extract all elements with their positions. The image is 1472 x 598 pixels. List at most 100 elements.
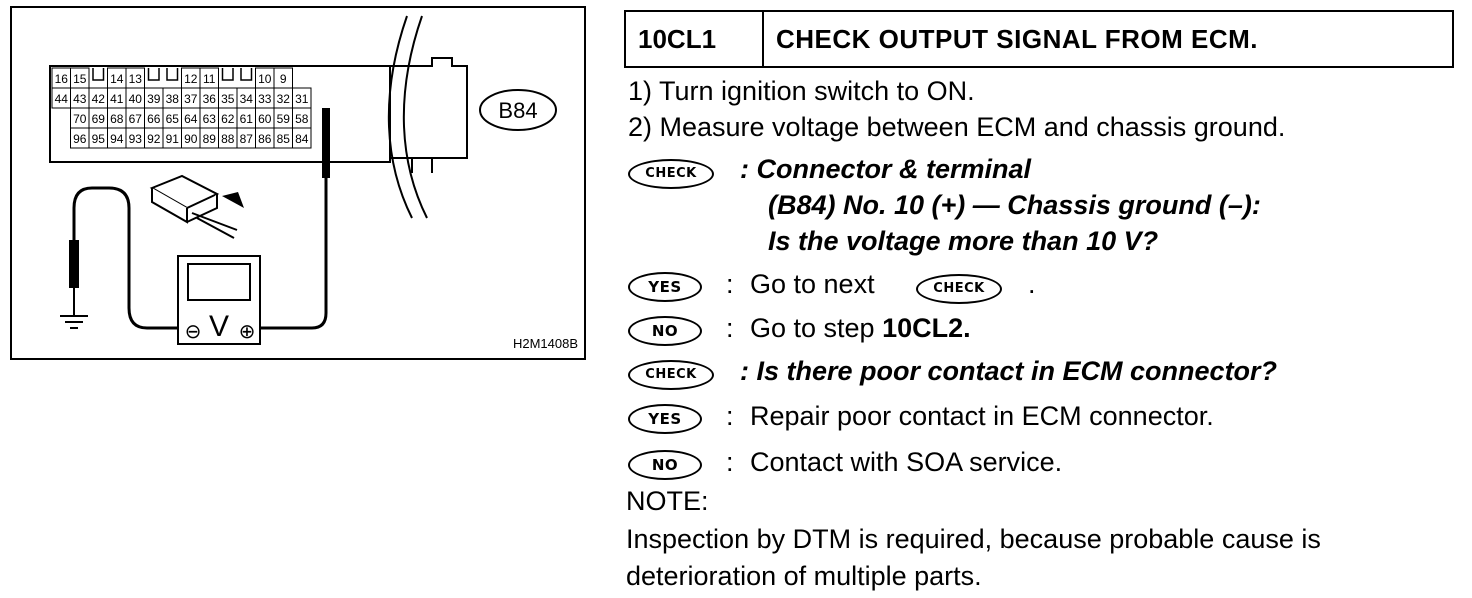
yes1-after: .	[1028, 269, 1036, 299]
pin-number: 15	[73, 72, 87, 86]
probe-plus	[322, 108, 330, 178]
pin-number: 92	[147, 132, 161, 146]
check-badge: CHECK	[628, 159, 714, 189]
pin-number: 69	[92, 112, 106, 126]
yes1-text: Go to next	[750, 269, 875, 299]
instruction-1: 1) Turn ignition switch to ON.	[628, 76, 975, 106]
step-header: 10CL1 CHECK OUTPUT SIGNAL FROM ECM.	[624, 10, 1454, 68]
check-badge-inline: CHECK	[916, 274, 1002, 304]
yes-badge-2: YES	[628, 404, 702, 434]
yes2-colon: :	[726, 401, 734, 431]
pin-number: 84	[295, 132, 309, 146]
probe-plus-wire	[256, 178, 328, 330]
yes-badge: YES	[628, 272, 702, 302]
pin-number: 42	[92, 92, 106, 106]
pin-number: 12	[184, 72, 198, 86]
pin-number: 87	[240, 132, 254, 146]
pin-number: 31	[295, 92, 309, 106]
pin-number: 58	[295, 112, 309, 126]
no1-text: Go to step	[750, 313, 883, 343]
ground-icon	[60, 315, 88, 329]
connector-notch	[166, 68, 179, 81]
connector-notch	[221, 68, 234, 81]
check1-line2: (B84) No. 10 (+) — Chassis ground (–):	[768, 190, 1261, 220]
pin-cell	[292, 127, 312, 149]
svg-text:⊕: ⊕	[239, 319, 256, 343]
no2-text: Contact with SOA service.	[750, 447, 1063, 477]
connector-notch	[92, 68, 105, 81]
pin-number: 70	[73, 112, 87, 126]
no1-colon: :	[726, 313, 734, 343]
pin-number: 67	[129, 112, 143, 126]
pin-number: 10	[258, 72, 272, 86]
ecm-connector: 16 15 14 13 12 11 10 9 44 43 42 41 40 39 38 37 36 35 34 33 3…	[49, 57, 468, 173]
connector-id-label: B84	[498, 98, 537, 123]
pin-number: 60	[258, 112, 272, 126]
instruction-2: 2) Measure voltage between ECM and chass…	[628, 112, 1286, 142]
svg-text:⊖: ⊖	[185, 319, 202, 343]
connector-pin-grid: 16 15 14 13 12 11 10 9 44 43 42 41 40 39 38 37 36 35 34 33 3…	[51, 67, 312, 149]
probe-minus-wire	[72, 186, 258, 330]
connector-notch	[147, 68, 160, 81]
yes1-colon: :	[726, 269, 734, 299]
check2-text: : Is there poor contact in ECM connector…	[740, 356, 1278, 386]
pin-number: 68	[110, 112, 124, 126]
check1-line3: Is the voltage more than 10 V?	[768, 226, 1159, 256]
note-label: NOTE:	[626, 486, 709, 516]
no2-colon: :	[726, 447, 734, 477]
no-badge-2: NO	[628, 450, 702, 480]
connector-notch	[240, 68, 253, 81]
image-code: H2M1408B	[513, 336, 578, 351]
pin-number: 36	[203, 92, 217, 106]
pin-number: 43	[73, 92, 87, 106]
pin-number: 90	[184, 132, 198, 146]
no1-step-link: 10CL2.	[882, 313, 971, 343]
yes2-text: Repair poor contact in ECM connector.	[750, 401, 1214, 431]
check-badge-2: CHECK	[628, 360, 714, 390]
check1-line1: : Connector & terminal	[740, 154, 1032, 184]
pin-number: 89	[203, 132, 217, 146]
cut-line-right	[402, 15, 428, 219]
pin-number: 59	[277, 112, 291, 126]
pin-number: 35	[221, 92, 235, 106]
pin-number: 13	[129, 72, 143, 86]
pin-number: 38	[166, 92, 180, 106]
pin-number: 88	[221, 132, 235, 146]
pin-number: 96	[73, 132, 87, 146]
pin-number: 44	[55, 92, 69, 106]
pin-number: 33	[258, 92, 272, 106]
pin-number: 16	[55, 72, 69, 86]
pin-number: 91	[166, 132, 180, 146]
pin-number: 11	[203, 72, 216, 86]
pin-number: 94	[110, 132, 124, 146]
connector-id-oval	[479, 89, 557, 131]
pin-number: 14	[110, 72, 124, 86]
connector-diagram-frame: 16 15 14 13 12 11 10 9 44 43 42 41 40 39 38 37 36 35 34 33 3…	[10, 6, 586, 360]
pin-number: 34	[240, 92, 254, 106]
pin-number: 66	[147, 112, 161, 126]
pin-number: 63	[203, 112, 217, 126]
pin-number: 93	[129, 132, 143, 146]
pin-number: 40	[129, 92, 143, 106]
cut-line-left	[387, 15, 413, 219]
pin-number: 39	[147, 92, 161, 106]
svg-text:V: V	[209, 310, 229, 343]
no-badge: NO	[628, 316, 702, 346]
pin-number: 32	[277, 92, 291, 106]
note-line2: deterioration of multiple parts.	[626, 561, 982, 591]
pin-number: 64	[184, 112, 198, 126]
voltmeter-icon: V ⊖ ⊕	[177, 255, 261, 345]
pin-number: 95	[92, 132, 106, 146]
probe-minus	[69, 240, 79, 288]
pin-number: 86	[258, 132, 272, 146]
pin-number: 85	[277, 132, 291, 146]
step-id: 10CL1	[626, 12, 764, 66]
connector-illustration-icon	[149, 174, 244, 239]
connector-diagram: 16 15 14 13 12 11 10 9 44 43 42 41 40 39 38 37 36 35 34 33 3…	[49, 15, 578, 351]
pin-number: 41	[110, 92, 124, 106]
step-title: CHECK OUTPUT SIGNAL FROM ECM.	[776, 23, 1259, 54]
note-line1: Inspection by DTM is required, because p…	[626, 524, 1321, 554]
pin-number: 37	[184, 92, 198, 106]
pin-number: 62	[221, 112, 235, 126]
pin-number: 9	[280, 72, 287, 86]
